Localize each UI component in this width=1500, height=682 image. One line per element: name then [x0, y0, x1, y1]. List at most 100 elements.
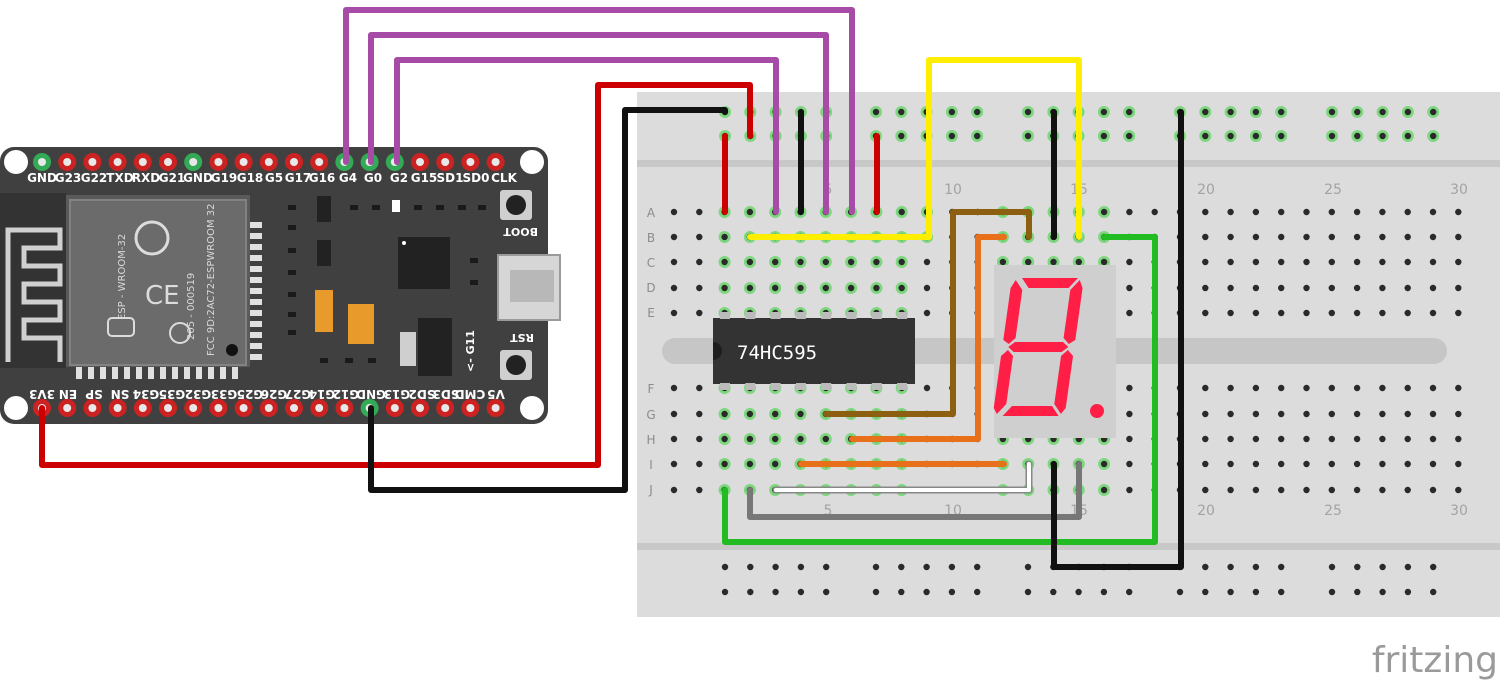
- col-number-top-30: 30: [1450, 182, 1468, 198]
- chip-pin: [745, 312, 756, 319]
- rail-hole: [1202, 563, 1209, 571]
- rail-hole: [1227, 563, 1234, 571]
- row-letter-b: B: [647, 231, 655, 245]
- fritzing-logo: fritzing: [1372, 640, 1498, 681]
- rail-hole: [1024, 588, 1032, 596]
- smd-component: [288, 270, 296, 275]
- breadboard-hole: [1379, 460, 1386, 468]
- breadboard-hole: [1252, 233, 1260, 241]
- breadboard-hole: [1202, 208, 1209, 216]
- wire-g0-purple[interactable]: [368, 32, 829, 215]
- module-dot: [226, 344, 238, 356]
- breadboard-hole: [898, 208, 905, 216]
- breadboard-hole: [1353, 384, 1361, 392]
- col-number-top-10: 10: [944, 182, 962, 198]
- module-text-group: ESP - WROOM-32: [117, 234, 128, 320]
- pin-label-bottom-2: SP: [85, 387, 103, 401]
- rail-hole: [1379, 588, 1386, 596]
- rail-hole: [872, 588, 880, 596]
- rail-hole: [1328, 588, 1336, 596]
- pin-label-bottom-4: G34: [133, 387, 160, 401]
- wire-gray[interactable]: [747, 461, 1082, 520]
- rail-hole: [823, 563, 830, 571]
- row-letter-f: F: [648, 382, 655, 396]
- rail-hole: [747, 563, 754, 571]
- breadboard-hole: [1404, 410, 1411, 418]
- wire-orange-1[interactable]: [849, 234, 1007, 442]
- rail-hole: [948, 132, 956, 140]
- module-pad: [250, 244, 262, 250]
- pin-label-top-3: TXD: [106, 171, 133, 185]
- chip-pin: [846, 312, 857, 319]
- chip-label: 74HC595: [737, 342, 817, 364]
- pin-label-bottom-6-group: G32: [185, 387, 212, 401]
- breadboard-hole: [1404, 486, 1411, 494]
- rail-hole: [1278, 563, 1285, 571]
- wire-yellow[interactable]: [747, 57, 1082, 240]
- rail-hole: [797, 588, 805, 596]
- header-pin-bottom-center: [63, 404, 72, 412]
- wire-white[interactable]: [774, 462, 1031, 492]
- breadboard-hole: [1353, 435, 1361, 443]
- breadboard-hole: [822, 284, 829, 292]
- wire-display-black-bottom[interactable]: [1051, 109, 1184, 570]
- pin-label-bottom-13: GND: [356, 387, 386, 401]
- rail-hole: [948, 108, 956, 116]
- rail-hole: [1176, 588, 1184, 596]
- breadboard-hole: [1303, 435, 1310, 443]
- wire-g4-purple[interactable]: [343, 7, 855, 215]
- pin-label-top-9: G5: [265, 171, 283, 185]
- breadboard-hole: [1126, 384, 1133, 392]
- rail-hole: [823, 588, 830, 596]
- wire-3v3-red[interactable]: [39, 82, 753, 468]
- wire-g2-purple[interactable]: [394, 57, 779, 215]
- segment-g: [1008, 342, 1069, 352]
- wire-brown[interactable]: [823, 209, 1032, 417]
- rail-hole: [1278, 132, 1285, 140]
- breadboard-hole: [772, 258, 779, 266]
- breadboard-hole: [1227, 460, 1234, 468]
- module-pad: [148, 367, 154, 379]
- module-pad: [100, 367, 106, 379]
- col-number-bottom-20: 20: [1197, 503, 1215, 519]
- segment-e: [993, 350, 1014, 414]
- wire-green[interactable]: [722, 234, 1158, 545]
- row-letter-i: I: [649, 458, 653, 472]
- breadboard-hole: [1126, 410, 1133, 418]
- rail-hole: [1404, 132, 1412, 140]
- segment-f: [1003, 280, 1023, 344]
- breadboard-hole: [1404, 435, 1411, 443]
- breadboard-hole: [1202, 384, 1209, 392]
- module-pad: [250, 332, 262, 338]
- breadboard-hole: [1353, 460, 1361, 468]
- pin-label-top-7: G19: [211, 171, 238, 185]
- wire-gnd-black[interactable]: [368, 107, 728, 493]
- seven-segment-display: [993, 265, 1116, 438]
- breadboard-hole: [1353, 208, 1361, 216]
- module-pad: [250, 321, 262, 327]
- breadboard-hole: [1278, 410, 1285, 418]
- smd-component: [350, 205, 358, 210]
- breadboard-hole: [1278, 384, 1285, 392]
- breadboard-hole: [670, 309, 678, 317]
- header-pin-bottom-center: [340, 404, 349, 412]
- rail-divider-top: [637, 160, 1500, 167]
- chip-pin: [720, 383, 730, 390]
- header-pin-top-center: [264, 158, 273, 166]
- segment-a: [1022, 278, 1078, 288]
- breadboard-hole: [1429, 233, 1437, 241]
- breadboard-hole: [1353, 410, 1361, 418]
- breadboard-hole: [696, 208, 703, 216]
- breadboard-hole: [1252, 258, 1260, 266]
- module-pad: [136, 367, 142, 379]
- breadboard-hole: [721, 233, 728, 241]
- header-pin-bottom-center: [416, 404, 424, 412]
- breadboard-hole: [1075, 258, 1083, 266]
- breadboard-hole: [670, 435, 678, 443]
- pin-label-top-2: G22: [81, 171, 108, 185]
- breadboard-hole: [1202, 284, 1209, 292]
- breadboard-hole: [746, 258, 754, 266]
- breadboard-hole: [1025, 258, 1032, 266]
- rail-hole: [1278, 588, 1285, 596]
